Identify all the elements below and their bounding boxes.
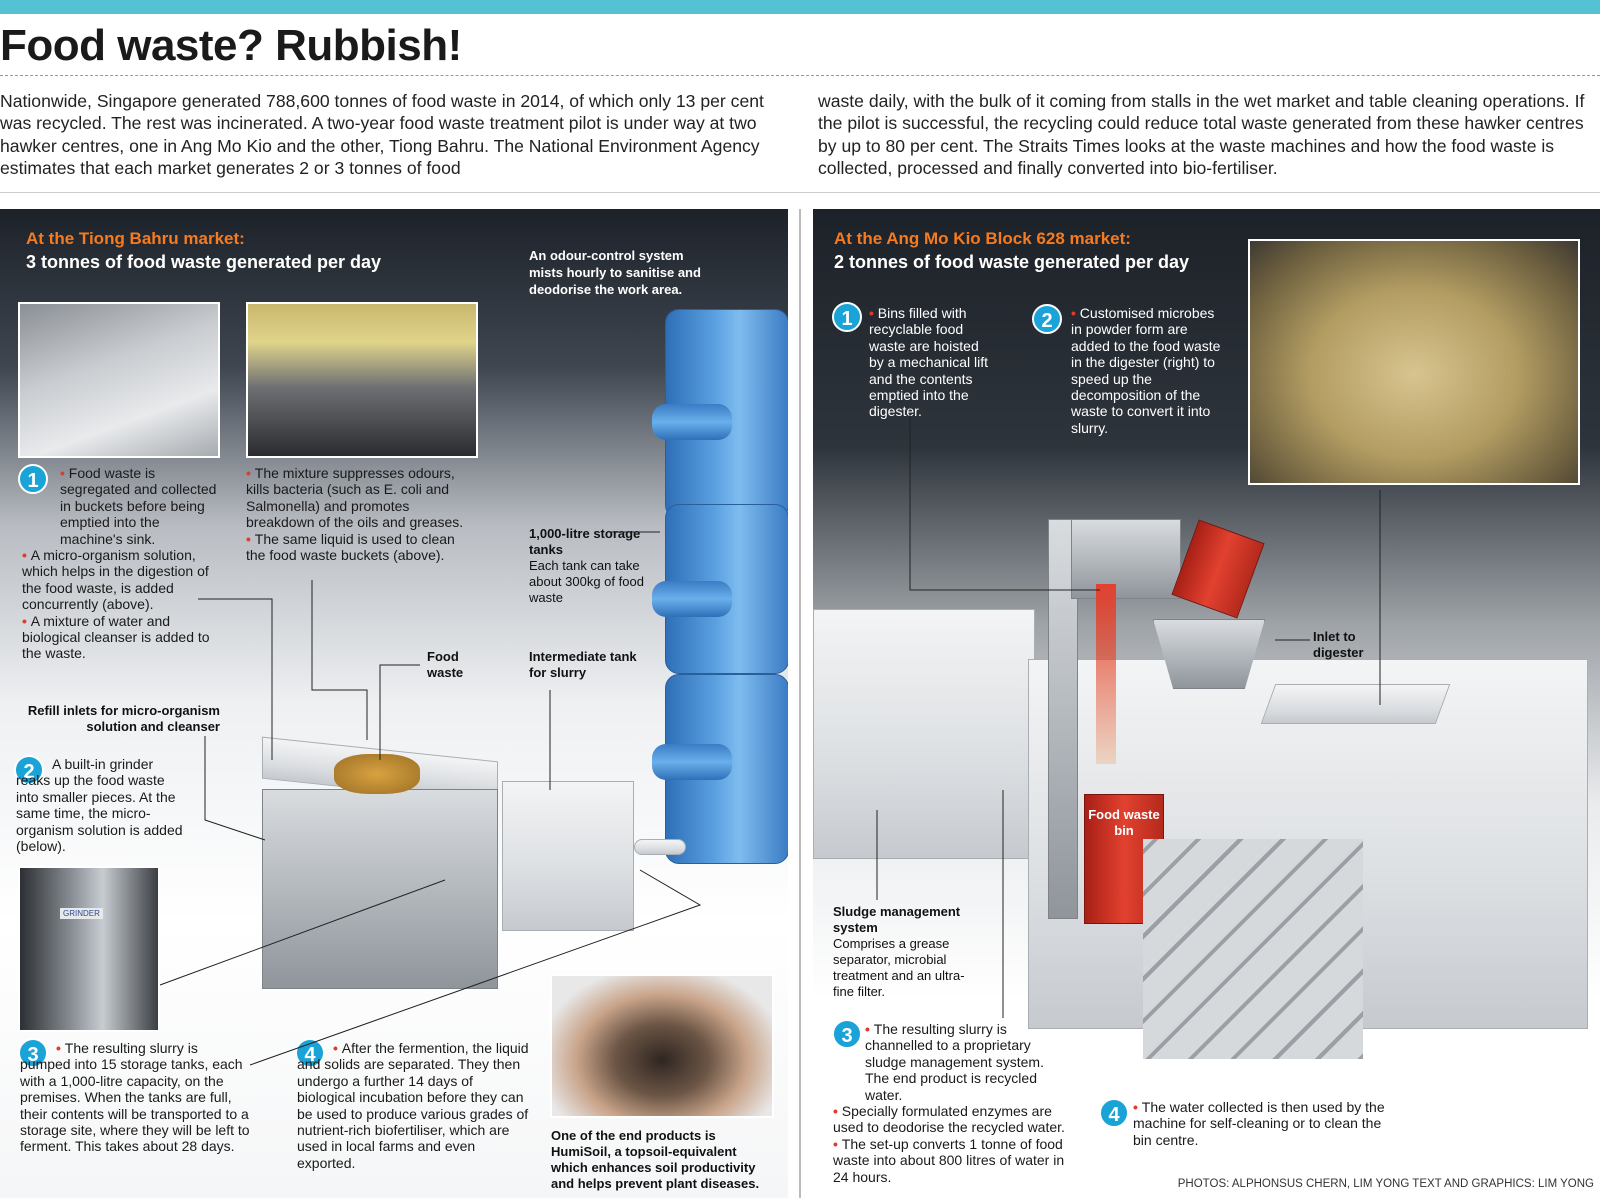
odour-control-note: An odour-control system mists hourly to … [529, 248, 701, 297]
amk-step-2-text: • Customised microbes in powder form are… [1071, 305, 1221, 436]
tiong-bahru-panel: At the Tiong Bahru market: 3 tonnes of f… [0, 209, 788, 1198]
inlet-label-text: Inlet to digester [1313, 629, 1364, 660]
lift-arrow-icon [1096, 584, 1116, 764]
tb-step-1b-text: • The mixture suppresses odours, kills b… [246, 465, 464, 564]
digester-photo [1248, 239, 1580, 485]
amk-step-1-body: Bins filled with recyclable food waste a… [869, 305, 989, 420]
grinder-machine [262, 789, 498, 989]
top-color-bar [0, 0, 1600, 14]
lift-head [1071, 519, 1181, 599]
tb-step-1-text: • Food waste is segregated and collected… [22, 465, 217, 662]
tb-step-1b-bullet-2: The same liquid is used to clean the foo… [246, 530, 455, 564]
ang-mo-kio-subheading: 2 tonnes of food waste generated per day [834, 252, 1190, 272]
tb-step-2-text: A built-in grinder reaks up the food was… [16, 756, 183, 855]
stairs-icon [1143, 839, 1363, 1059]
ang-mo-kio-panel: At the Ang Mo Kio Block 628 market: 2 to… [813, 209, 1600, 1198]
food-waste-bin-label: Food waste bin [1088, 807, 1160, 839]
panel-divider [799, 209, 801, 1198]
amk-step-3-bullet-3: The set-up converts 1 tonne of food wast… [833, 1135, 1065, 1185]
amk-step-3-bullet-1: The resulting slurry is channelled to a … [865, 1021, 1044, 1103]
amk-step-3-text: • The resulting slurry is channelled to … [833, 1021, 1065, 1185]
amk-step-2-badge: 2 [1032, 304, 1062, 334]
slurry-pipe [634, 839, 686, 855]
tiong-bahru-heading: At the Tiong Bahru market: [26, 229, 245, 248]
tb-step-1-bullet-3: A mixture of water and biological cleans… [22, 612, 210, 662]
digester-lid [1260, 684, 1451, 724]
food-waste-in-sink [334, 754, 420, 794]
intermediate-tank-label-text: Intermediate tank for slurry [529, 649, 637, 680]
humisoil-caption-text: One of the end products is HumiSoil, a t… [551, 1128, 760, 1191]
refill-inlets-label-text: Refill inlets for micro-organism solutio… [27, 703, 220, 734]
tank-connector [652, 744, 732, 780]
tank-connector [652, 404, 732, 440]
amk-step-3-badge: 3 [832, 1019, 862, 1049]
amk-step-3-bullet-2: Specially formulated enzymes are used to… [833, 1103, 1065, 1136]
humisoil-caption: One of the end products is HumiSoil, a t… [551, 1128, 775, 1192]
amk-step-4-body: The water collected is then used by the … [1133, 1099, 1385, 1148]
inlet-label: Inlet to digester [1313, 629, 1383, 661]
amk-step-1-badge: 1 [832, 302, 862, 332]
amk-step-1-text: • Bins filled with recyclable food waste… [869, 305, 989, 420]
tb-step-4-text: • After the fermention, the liquid and s… [297, 1040, 529, 1171]
tb-step-3-body: The resulting slurry is pumped into 15 s… [20, 1040, 250, 1155]
intro-text-right: waste daily, with the bulk of it coming … [818, 91, 1585, 179]
tank-connector [652, 581, 732, 617]
storage-tanks-label: 1,000-litre storage tanks Each tank can … [529, 526, 659, 606]
photo-credits: PHOTOS: ALPHONSUS CHERN, LIM YONG TEXT A… [1177, 1178, 1594, 1190]
food-waste-label: Food waste [427, 649, 487, 681]
sink-photo [18, 302, 220, 458]
tb-step-4-body: After the fermention, the liquid and sol… [297, 1040, 529, 1171]
storage-tanks-desc: Each tank can take about 300kg of food w… [529, 558, 644, 605]
intro-text-left: Nationwide, Singapore generated 788,600 … [0, 91, 764, 179]
sludge-unit [813, 609, 1035, 859]
sludge-label: Sludge management system Comprises a gre… [833, 904, 973, 1000]
tb-step-1b-bullet-1: The mixture suppresses odours, kills bac… [246, 465, 464, 531]
amk-step-4-text: • The water collected is then used by th… [1133, 1099, 1385, 1148]
food-waste-label-text: Food waste [427, 649, 464, 680]
tb-step-1-bullet-2: A micro-organism solution, which helps i… [22, 547, 209, 613]
step-3-badge: 3 [18, 1038, 48, 1068]
storage-tanks-title: 1,000-litre storage tanks [529, 526, 641, 557]
soil-photo [550, 974, 774, 1118]
title-divider [0, 75, 1600, 76]
sludge-desc: Comprises a grease separator, microbial … [833, 936, 965, 999]
intermediate-tank-label: Intermediate tank for slurry [529, 649, 639, 681]
sludge-title: Sludge management system [833, 904, 961, 935]
tiong-bahru-subheading: 3 tonnes of food waste generated per day [26, 252, 382, 272]
refill-inlets-label: Refill inlets for micro-organism solutio… [24, 703, 220, 735]
page-title: Food waste? Rubbish! [0, 21, 462, 70]
staff-photo [246, 302, 478, 458]
intermediate-tank [502, 781, 634, 931]
tipping-bin [1171, 519, 1265, 619]
ang-mo-kio-heading: At the Ang Mo Kio Block 628 market: [834, 229, 1131, 248]
tb-step-1-bullet-1: Food waste is segregated and collected i… [60, 465, 217, 547]
intro-divider [0, 192, 1600, 193]
step-2-badge: 2 [14, 755, 44, 785]
grinder-badge: GRINDER [60, 908, 103, 919]
amk-step-4-badge: 4 [1099, 1098, 1129, 1128]
tb-step-3-text: • The resulting slurry is pumped into 15… [20, 1040, 250, 1155]
amk-step-2-body: Customised microbes in powder form are a… [1071, 305, 1221, 436]
food-waste-bin-label-text: Food waste bin [1088, 807, 1160, 838]
step-1-badge: 1 [18, 464, 48, 494]
grinder-photo: GRINDER [18, 866, 160, 1032]
